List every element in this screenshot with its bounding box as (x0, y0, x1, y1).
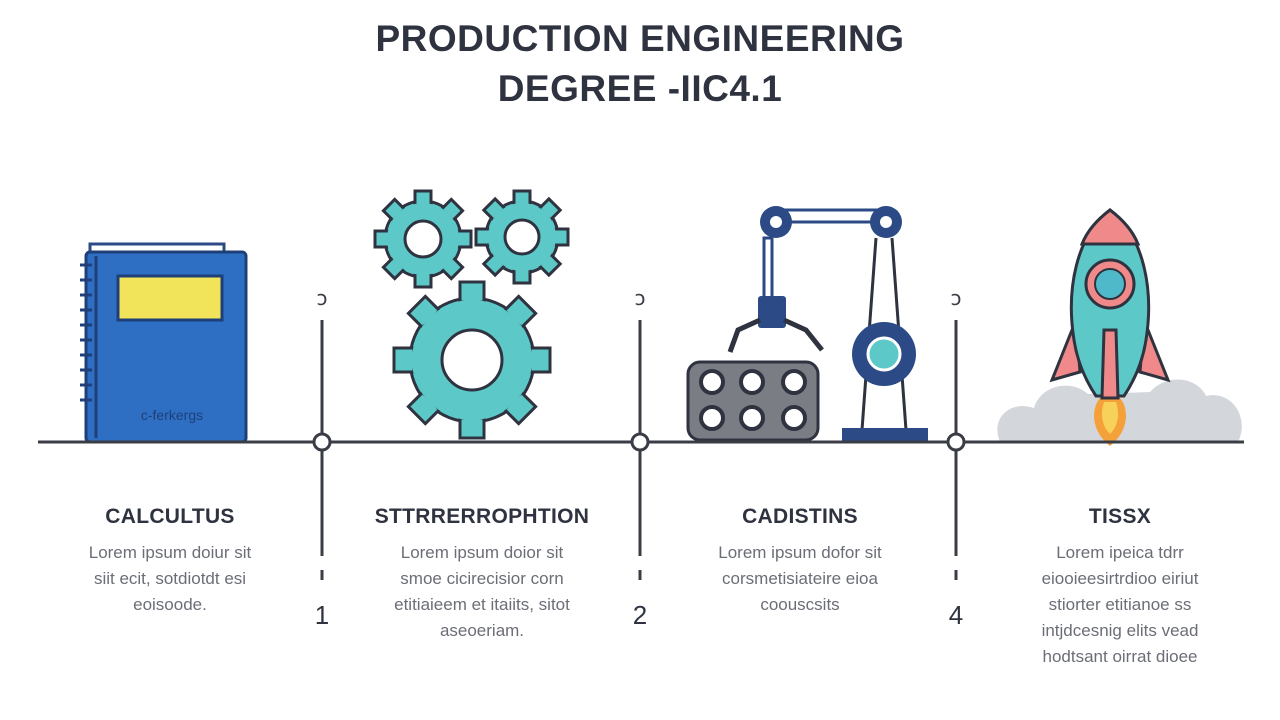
desc-line: hodtsant oirrat dioee (1042, 647, 1198, 666)
marker-1: ↄ (316, 286, 328, 310)
timeline-node-1 (312, 432, 332, 452)
step-number-1: 1 (314, 600, 330, 630)
page-title: PRODUCTION ENGINEERING DEGREE -IIC4.1 (0, 14, 1280, 114)
title-line-2: DEGREE -IIC4.1 (497, 68, 783, 109)
desc-line: Lorem ipsum doior sit (400, 543, 564, 562)
desc-line: etitiaieem et itaiits, sitot (394, 595, 570, 614)
gears-icon (373, 189, 570, 440)
step-number-2: 2 (632, 600, 648, 630)
desc-line: aseoeriam. (439, 621, 525, 640)
marker-2: ↄ (634, 286, 646, 310)
timeline-node-2 (630, 432, 650, 452)
desc-line: Lorem ipeica tdrr (1056, 543, 1184, 562)
title-line-1: PRODUCTION ENGINEERING (375, 18, 905, 59)
notebook-cover-text: c-ferkergs (141, 407, 203, 423)
step-1-description: Lorem ipsum doiur sit siit ecit, sotdiot… (45, 540, 295, 618)
notebook-icon: c-ferkergs (80, 242, 248, 444)
step-2-heading: STTRRERROPHTION (374, 505, 590, 528)
step-1-heading: CALCULTUS (105, 505, 235, 528)
desc-line: stiorter etitianoe ss (1048, 595, 1192, 614)
desc-line: coouscsits (760, 595, 840, 614)
desc-line: corsmetisiateire eioa (722, 569, 878, 588)
robot-arm-icon (686, 206, 928, 442)
timeline-node-3 (946, 432, 966, 452)
desc-line: Lorem ipsum doiur sit (88, 543, 252, 562)
marker-3: ↄ (950, 286, 962, 310)
step-4-heading: TISSX (1088, 505, 1152, 528)
step-2-description: Lorem ipsum doior sit smoe cicirecisior … (357, 540, 607, 644)
desc-line: eiooieesirtrdioo eiriut (1041, 569, 1199, 588)
step-4-description: Lorem ipeica tdrr eiooieesirtrdioo eiriu… (995, 540, 1245, 670)
desc-line: siit ecit, sotdiotdt esi (93, 569, 247, 588)
timeline (38, 320, 1244, 580)
step-number-3: 4 (948, 600, 964, 630)
step-3-description: Lorem ipsum dofor sit corsmetisiateire e… (675, 540, 925, 618)
desc-line: smoe cicirecisior corn (400, 569, 564, 588)
desc-line: intjdcesnig elits vead (1041, 621, 1199, 640)
desc-line: Lorem ipsum dofor sit (718, 543, 882, 562)
desc-line: eoisoode. (133, 595, 207, 614)
step-3-heading: CADISTINS (742, 505, 858, 528)
rocket-icon (997, 208, 1242, 446)
